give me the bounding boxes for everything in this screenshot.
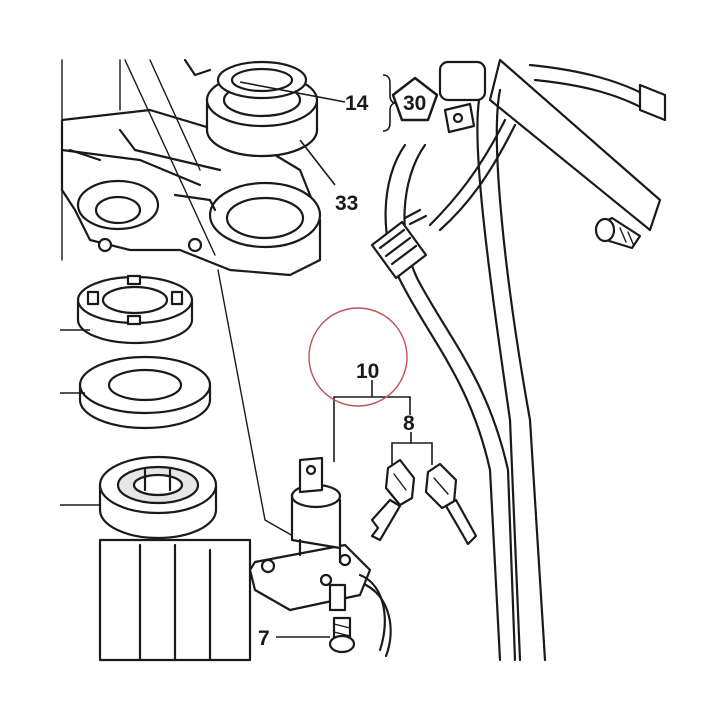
screw — [328, 616, 356, 654]
bracket-guide-line — [217, 269, 301, 541]
key-right — [424, 462, 478, 546]
ignition-switch — [248, 456, 392, 658]
callout-33: 33 — [335, 192, 358, 215]
handlebar-cables — [384, 58, 667, 662]
callout-14: 14 — [345, 92, 369, 115]
steering-bearing — [98, 455, 218, 540]
dust-seal — [78, 355, 212, 430]
cable-connector — [370, 208, 428, 280]
castle-nut — [76, 274, 194, 345]
bolt-top-right — [594, 216, 642, 250]
callout-10: 10 — [356, 360, 379, 383]
callout-30-pentagon — [391, 76, 439, 122]
key-left — [370, 458, 416, 542]
callout-8: 8 — [403, 412, 415, 435]
stem-nut-upper — [183, 58, 319, 158]
highlight-circle — [308, 307, 408, 407]
callout-30: 30 — [403, 92, 426, 115]
fork-tube — [61, 59, 252, 662]
callout-7: 7 — [258, 627, 270, 650]
callout-leaders — [239, 74, 433, 638]
